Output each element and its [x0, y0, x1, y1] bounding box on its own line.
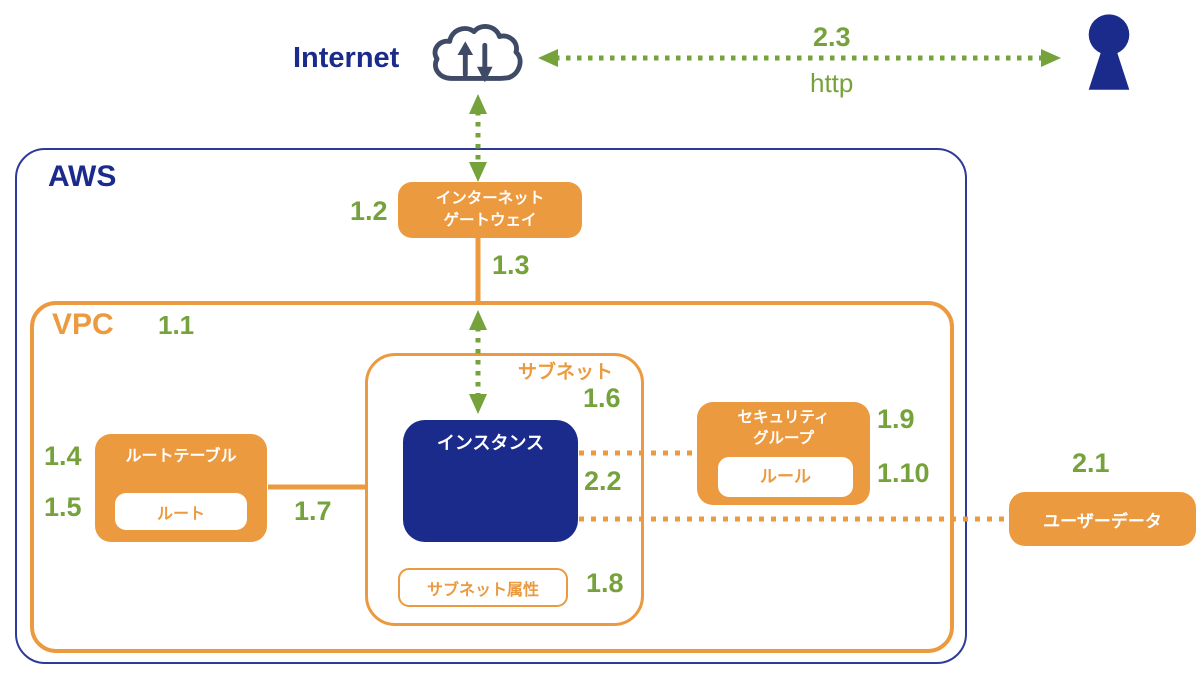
- step-1-2: 1.2: [350, 196, 388, 226]
- step-1-9: 1.9: [877, 404, 915, 434]
- security-group-box: セキュリティ グループ ルール: [697, 402, 870, 505]
- aws-title: AWS: [48, 160, 117, 193]
- vpc-title: VPC: [52, 308, 114, 341]
- step-1-7: 1.7: [294, 496, 332, 526]
- step-2-1: 2.1: [1072, 448, 1110, 478]
- cloud-icon: [432, 24, 523, 83]
- step-2-3: 2.3: [813, 22, 851, 52]
- route-table-label: ルートテーブル: [125, 448, 237, 465]
- route-table-box: ルートテーブル ルート: [95, 434, 267, 542]
- step-1-10: 1.10: [877, 458, 930, 488]
- subnet-boundary: [365, 353, 644, 626]
- user-data-box: ユーザーデータ: [1009, 492, 1196, 546]
- step-1-4: 1.4: [44, 441, 82, 471]
- step-1-8: 1.8: [586, 568, 624, 598]
- step-1-3: 1.3: [492, 250, 530, 280]
- internet-title: Internet: [293, 42, 400, 74]
- instance-label: インスタンス: [436, 433, 545, 453]
- user-data-label: ユーザーデータ: [1043, 511, 1162, 531]
- aws-boundary: [15, 148, 967, 664]
- subnet-attribute-box: サブネット属性: [398, 568, 568, 607]
- step-2-2: 2.2: [584, 466, 622, 496]
- rule-box: ルール: [718, 457, 853, 497]
- internet-gateway-label-line2: ゲートウェイ: [443, 212, 537, 229]
- step-1-1: 1.1: [158, 310, 195, 340]
- person-icon: [1088, 14, 1130, 90]
- internet-gateway-label-line1: インターネット: [435, 190, 545, 208]
- subnet-title: サブネット: [518, 362, 614, 383]
- security-group-label-line1: セキュリティ: [737, 409, 830, 426]
- route-box: ルート: [115, 493, 247, 530]
- internet-gateway-box: インターネット ゲートウェイ: [398, 182, 582, 238]
- http-label: http: [810, 68, 854, 98]
- rule-label: ルール: [760, 466, 811, 486]
- step-1-5: 1.5: [44, 492, 82, 522]
- security-group-label-line2: グループ: [752, 429, 815, 447]
- subnet-attribute-label: サブネット属性: [426, 581, 539, 599]
- route-label: ルート: [156, 505, 205, 523]
- instance-box: インスタンス: [403, 420, 578, 542]
- vpc-boundary: [30, 301, 954, 653]
- step-1-6: 1.6: [583, 383, 621, 413]
